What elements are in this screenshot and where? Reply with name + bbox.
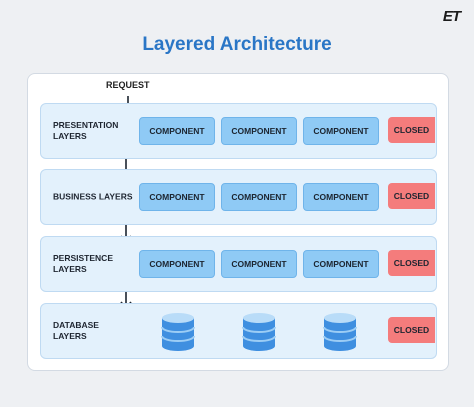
closed-badge: CLOSED xyxy=(388,183,435,209)
layer-label: PRESENTATION LAYERS xyxy=(53,120,119,141)
component-box: COMPONENT xyxy=(221,250,297,278)
business-layer: BUSINESS LAYERS COMPONENT COMPONENT COMP… xyxy=(40,169,437,225)
component-box: COMPONENT xyxy=(139,183,215,211)
component-box: COMPONENT xyxy=(139,250,215,278)
persistence-layer: PERSISTENCE LAYERS COMPONENT COMPONENT C… xyxy=(40,236,437,292)
database-icon xyxy=(161,313,195,351)
request-label: REQUEST xyxy=(106,80,150,90)
component-box: COMPONENT xyxy=(303,250,379,278)
closed-badge: CLOSED xyxy=(388,250,435,276)
component-box: COMPONENT xyxy=(221,183,297,211)
component-box: COMPONENT xyxy=(303,117,379,145)
database-icon xyxy=(323,313,357,351)
presentation-layer: PRESENTATION LAYERS COMPONENT COMPONENT … xyxy=(40,103,437,159)
component-box: COMPONENT xyxy=(303,183,379,211)
brand-logo: ET xyxy=(442,8,461,25)
layer-label: PERSISTENCE LAYERS xyxy=(53,253,113,274)
layer-label: BUSINESS LAYERS xyxy=(53,191,133,202)
database-icon xyxy=(242,313,276,351)
closed-badge: CLOSED xyxy=(388,117,435,143)
component-box: COMPONENT xyxy=(139,117,215,145)
component-box: COMPONENT xyxy=(221,117,297,145)
database-layer: DATABASE LAYERS CLOSED xyxy=(40,303,437,359)
closed-badge: CLOSED xyxy=(388,317,435,343)
layer-label: DATABASE LAYERS xyxy=(53,320,99,341)
diagram-title: Layered Architecture xyxy=(142,34,332,55)
